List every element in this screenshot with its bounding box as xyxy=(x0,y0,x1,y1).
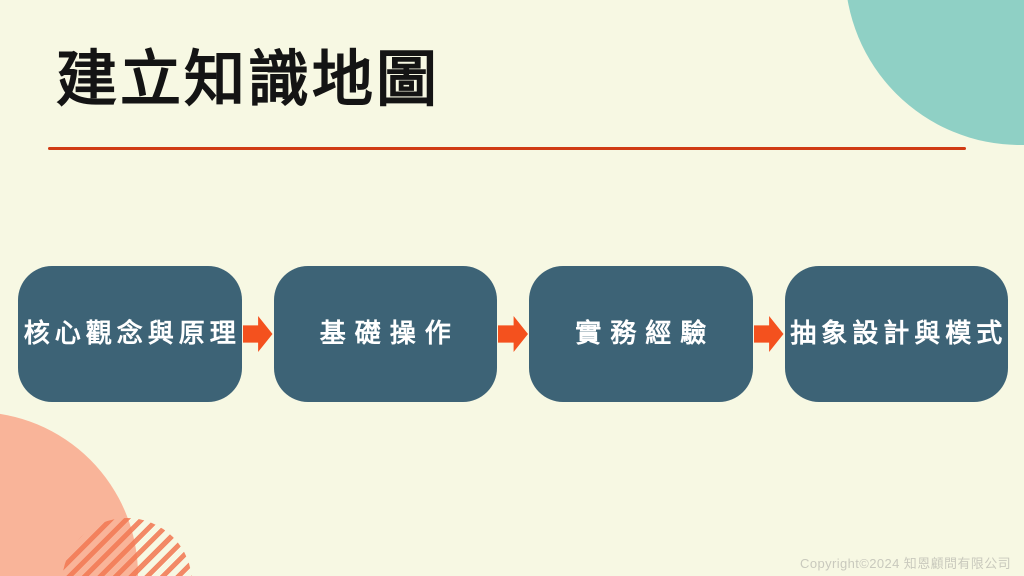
teal-corner-circle-decoration xyxy=(845,0,1024,145)
flow-step-label: 實務經驗 xyxy=(575,318,716,349)
flow-step-abstract-design: 抽象設計與模式 xyxy=(784,266,1008,402)
flow-step-basic-operations: 基礎操作 xyxy=(273,266,497,402)
flow-step-practical-experience: 實務經驗 xyxy=(529,266,753,402)
knowledge-map-flow-diagram: 核心觀念與原理 基礎操作 實務經驗 抽象設計與模式 xyxy=(18,266,1008,402)
arrow-right-icon xyxy=(242,316,273,352)
flow-step-label: 基礎操作 xyxy=(319,318,460,349)
arrow-right-icon xyxy=(498,316,528,352)
flow-step-core-concepts: 核心觀念與原理 xyxy=(18,266,242,402)
title-underline-rule xyxy=(48,147,966,150)
arrow-right-icon xyxy=(753,316,784,352)
flow-step-label: 抽象設計與模式 xyxy=(790,318,1008,349)
flow-step-label: 核心觀念與原理 xyxy=(23,318,241,349)
copyright-text: Copyright©2024 知恩顧問有限公司 xyxy=(800,556,1011,571)
page-title: 建立知識地圖 xyxy=(56,45,441,113)
